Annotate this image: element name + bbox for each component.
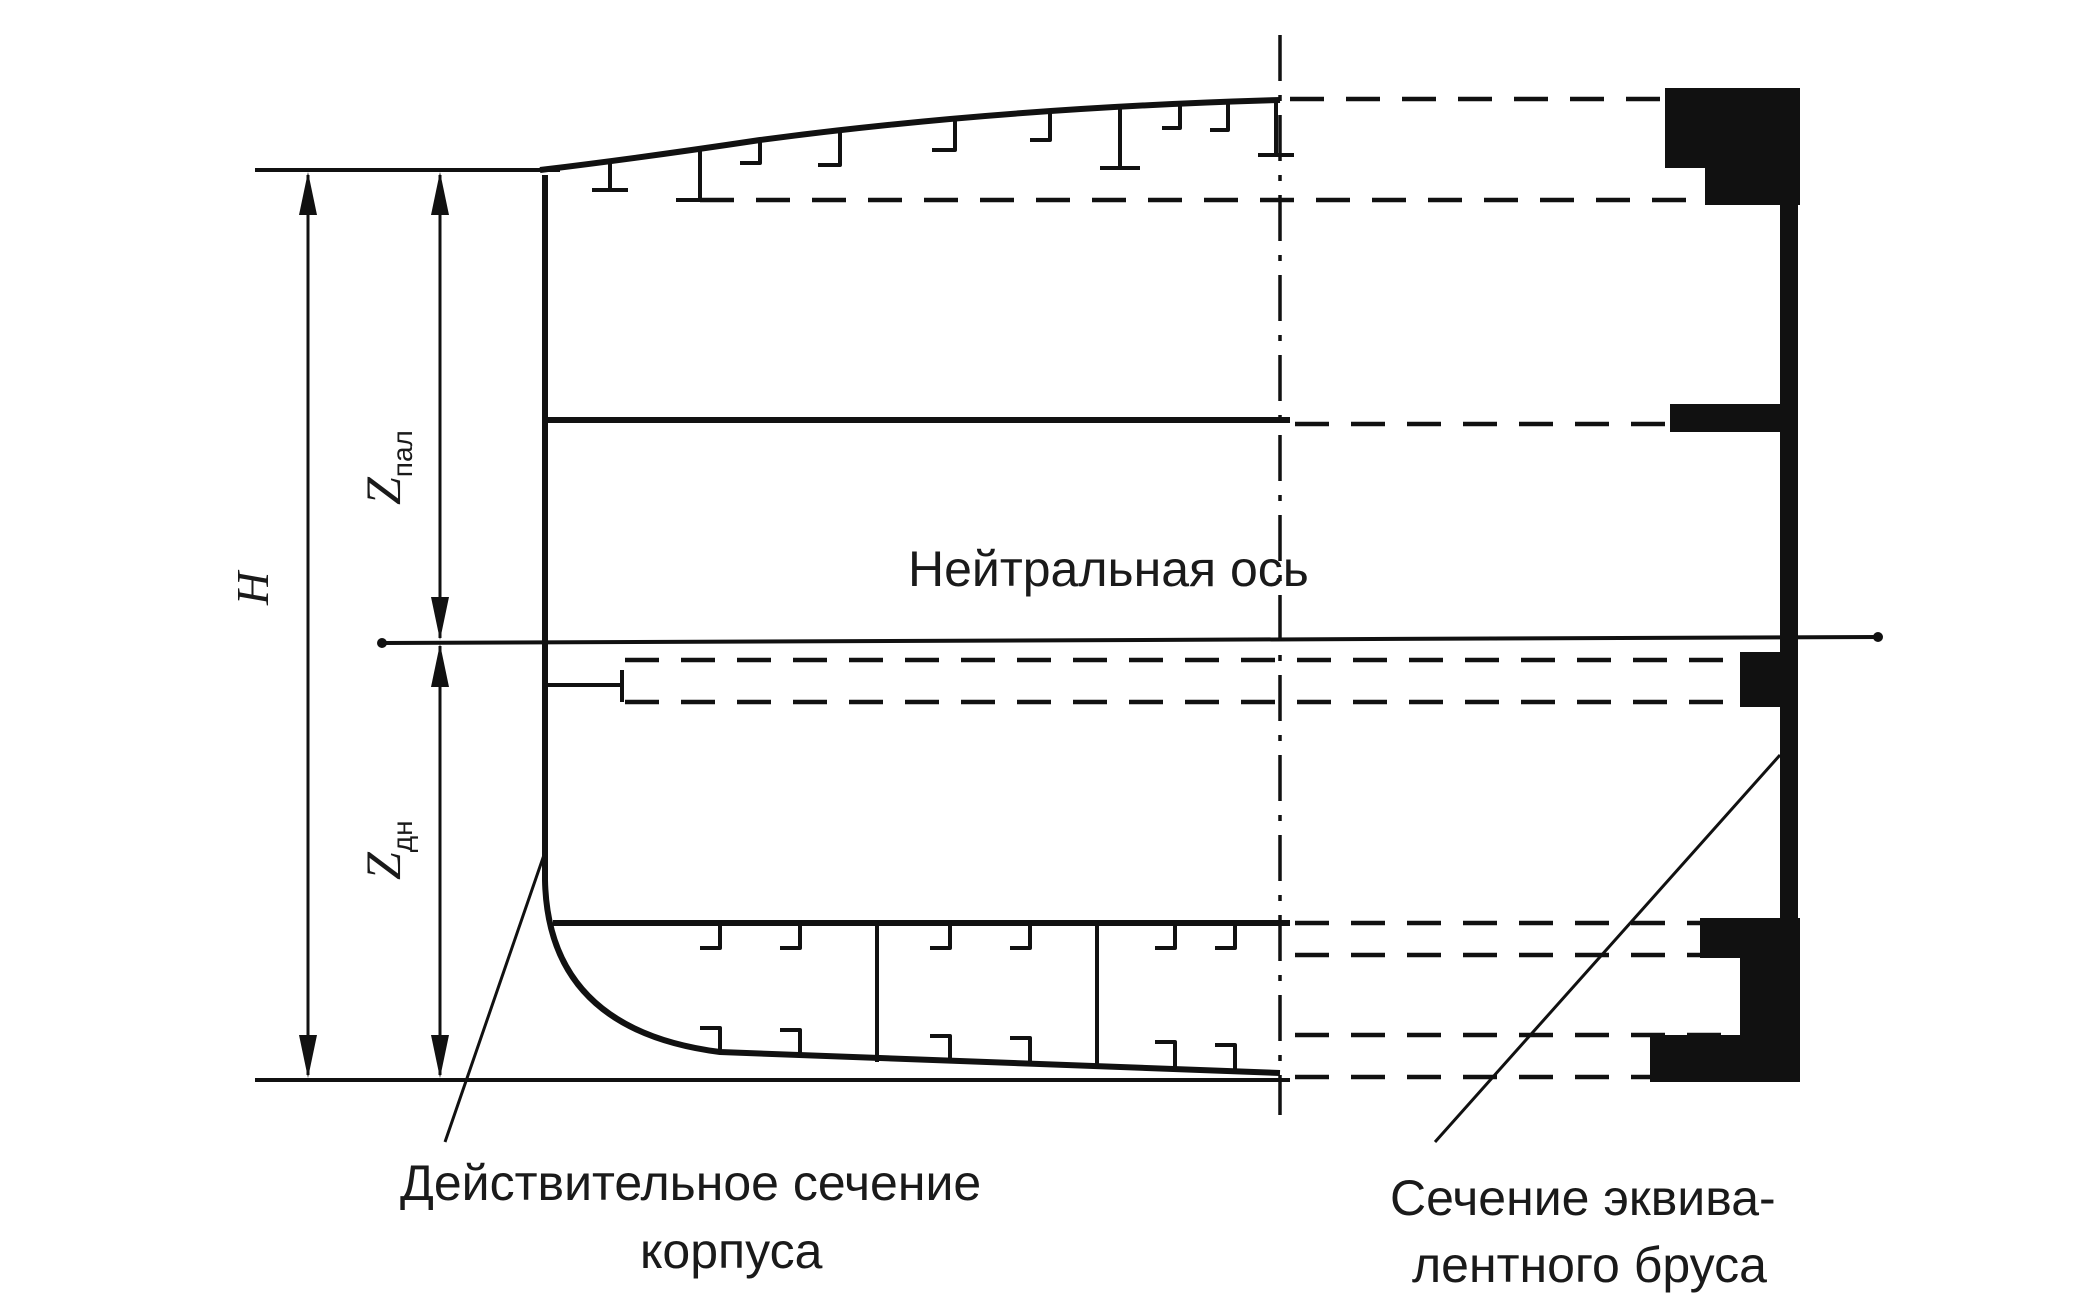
equiv-web [1780, 95, 1798, 1080]
deck-longitudinals [592, 101, 1294, 202]
neutral-axis-end-right [1873, 632, 1883, 642]
leader-actual-section [443, 851, 547, 1143]
equiv-stringer [1740, 652, 1798, 707]
equiv-section-label-line2: лентного бруса [1412, 1237, 1767, 1293]
bottom-longitudinals [700, 1026, 1237, 1070]
neutral-axis-label: Нейтральная ось [908, 541, 1309, 597]
equiv-top-flange [1665, 88, 1800, 205]
equiv-bottom-flange [1650, 918, 1800, 1082]
dimension-z-bottom [431, 644, 449, 1078]
height-label: H [227, 569, 278, 606]
dimension-z-deck [431, 172, 449, 640]
side-stringer [545, 657, 1740, 705]
inner-bottom-longitudinals [700, 923, 1237, 950]
deck-plating [539, 97, 1281, 173]
z-deck-label: Zпал [355, 430, 418, 505]
actual-section-label-line1: Действительное сечение [400, 1155, 981, 1211]
equivalent-beam-section [1650, 88, 1800, 1082]
dimension-h [299, 172, 317, 1078]
bilge-curve [542, 879, 1281, 1076]
neutral-axis-end-left [377, 638, 387, 648]
leader-equiv-section [1433, 754, 1782, 1143]
neutral-axis-line [379, 635, 1881, 645]
z-bottom-label: Zдн [355, 820, 418, 880]
actual-section-label-line2: корпуса [640, 1223, 823, 1279]
equiv-section-label-line1: Сечение эквива- [1390, 1170, 1776, 1226]
equiv-mid-deck [1670, 404, 1798, 432]
